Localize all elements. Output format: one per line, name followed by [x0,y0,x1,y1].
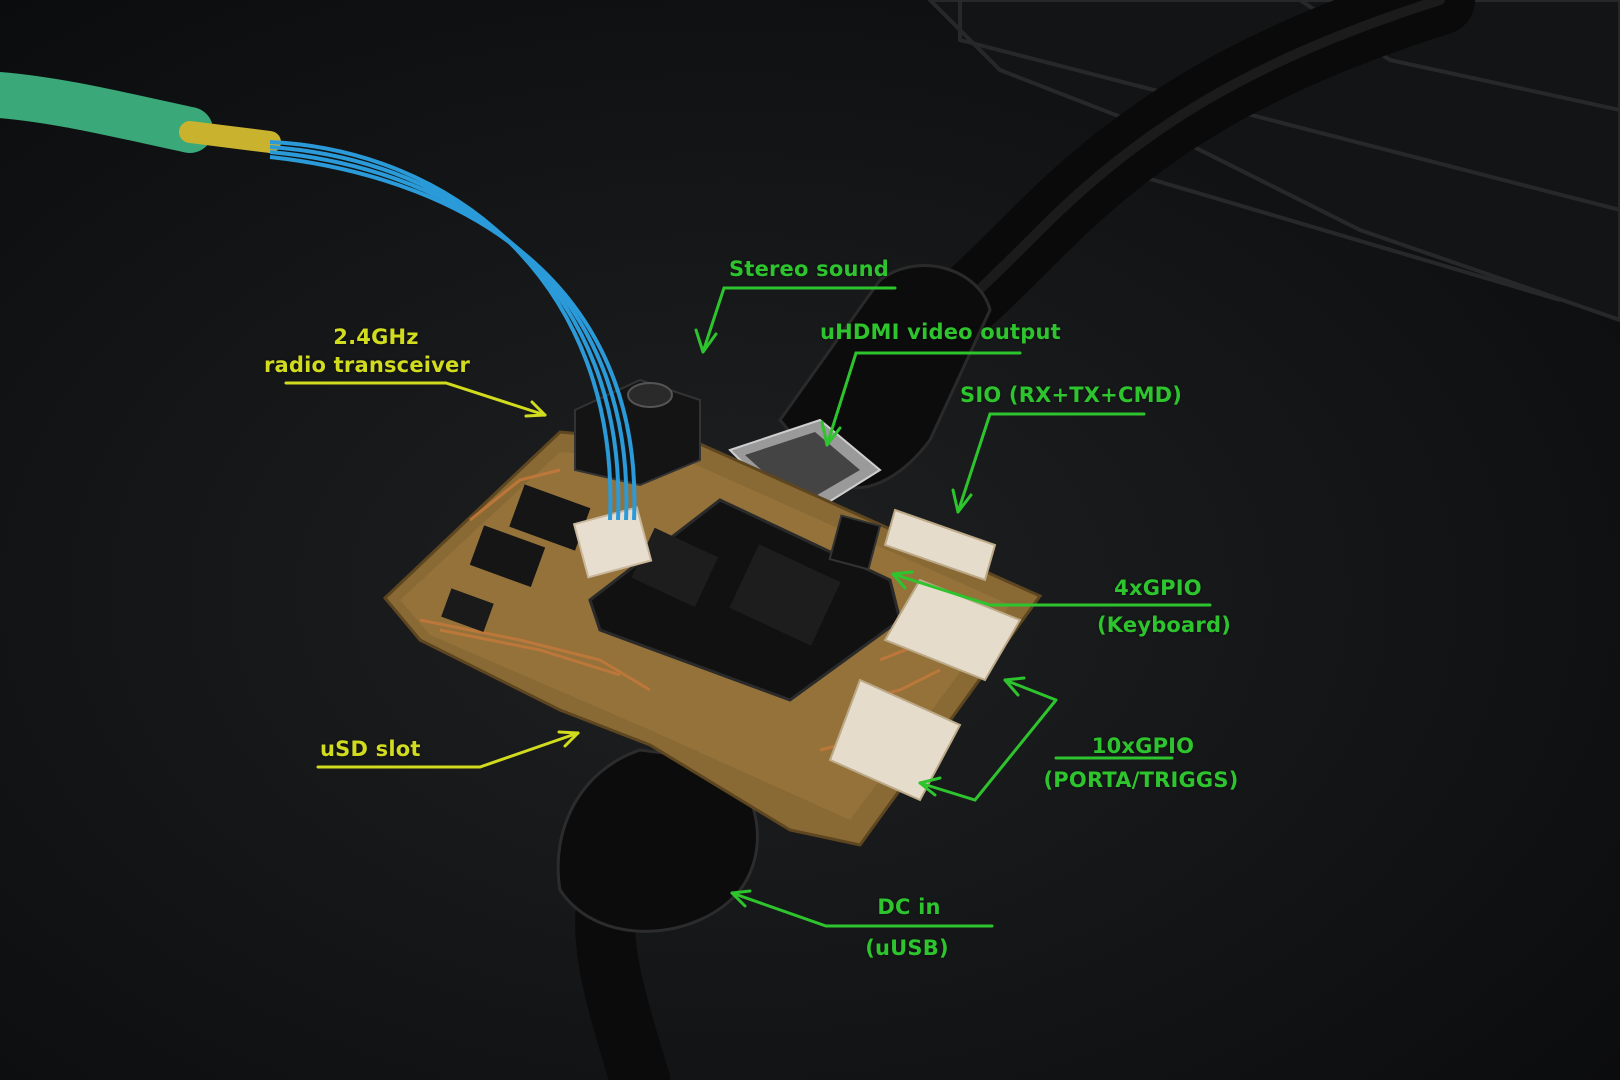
porta-connector [828,678,962,802]
usd-arrow [316,730,580,769]
gpio4-arrow [891,570,1212,607]
label-gpio4-line1: 4xGPIO [1114,576,1202,600]
stereo-arrow [694,286,897,354]
label-dc-in: DC in [877,895,941,919]
sio-arrow [951,412,1146,514]
radio-arrow [284,381,547,418]
gpio10-arrow [918,676,1174,802]
antenna-wires [0,72,637,521]
label-sio: SIO (RX+TX+CMD) [960,383,1183,407]
keyboard-connector [883,578,1022,682]
label-uhdmi-output: uHDMI video output [820,320,1061,344]
label-usd-slot: uSD slot [320,737,421,761]
dc-arrow [730,889,994,928]
label-dc-uusb: (uUSB) [865,936,949,960]
label-gpio4-line2: (Keyboard) [1096,613,1232,637]
sio-connector [883,508,997,582]
label-gpio10-line2: (PORTA/TRIGGS) [1043,768,1239,792]
uhdmi-arrow [820,351,1022,447]
annotation-lines [284,286,1212,928]
pcb-board [382,378,1043,847]
label-stereo-sound: Stereo sound [729,257,890,281]
label-gpio10-line1: 10xGPIO [1091,734,1195,758]
label-radio-line1: 2.4GHz [333,325,419,349]
label-radio-line2: radio transceiver [263,353,471,377]
